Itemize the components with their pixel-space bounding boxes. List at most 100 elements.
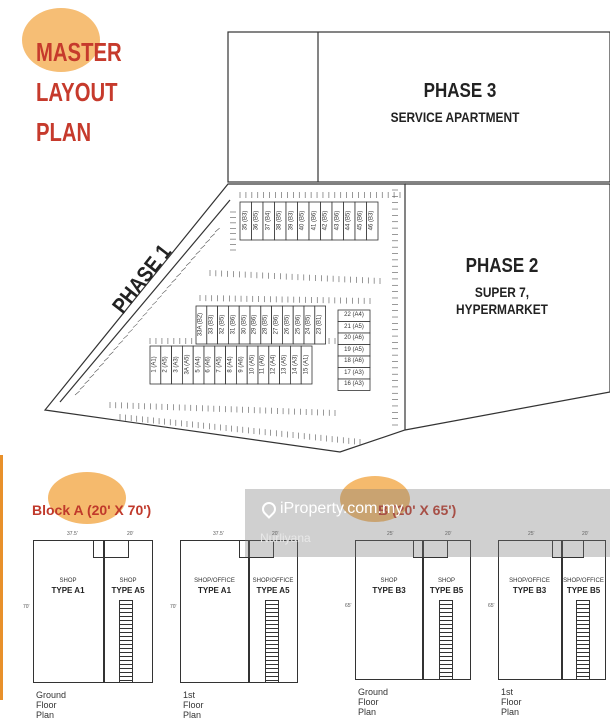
parking-bay <box>147 306 153 311</box>
unit-type-label: TYPE B3 <box>372 586 406 595</box>
floor-plan-outline <box>180 540 298 683</box>
middle-row-unit-label: 26 (B5) <box>284 314 291 335</box>
dimension-label: 65' <box>488 603 495 609</box>
right-column-unit-label: 18 (A6) <box>344 358 364 364</box>
lower-row-unit-label: 1 (A1) <box>151 356 158 373</box>
dimension-label: 20' <box>272 531 279 537</box>
dimension-label: 65' <box>345 603 352 609</box>
watermark-logo: iProperty.com.my <box>259 498 404 519</box>
unit-use-label: SHOP/OFFICE <box>509 578 550 584</box>
dimension-label: 20' <box>582 531 589 537</box>
parking-bay <box>118 340 124 345</box>
unit-use-label: SHOP <box>380 578 398 584</box>
toilet-block <box>239 540 274 558</box>
dimension-label: 70' <box>170 604 177 610</box>
unit-use-label: SHOP <box>437 578 455 584</box>
top-row-unit-label: 46 (B3) <box>368 210 375 231</box>
right-column-unit-label: 16 (A3) <box>344 381 364 387</box>
floor-plan-caption: 1st Floor Plan <box>183 690 204 720</box>
right-column-unit-label: 17 (A3) <box>344 369 364 376</box>
top-row-unit-label: 44 (B5) <box>345 210 352 231</box>
unit-use-label: SHOP/OFFICE <box>194 578 235 584</box>
parking-bay <box>185 261 191 266</box>
watermark-banner <box>245 489 610 557</box>
right-column-unit-label: 22 (A4) <box>344 312 364 318</box>
floor-plan-caption: Ground Floor Plan <box>358 687 389 717</box>
unit-type-label: TYPE A1 <box>197 586 232 595</box>
block-a-accent-blob <box>48 472 126 524</box>
lower-row-unit-label: 11 (A6) <box>259 354 266 375</box>
phase1-inner-road <box>59 199 231 403</box>
phase3-title: PHASE 3 <box>423 80 497 102</box>
right-column-lot <box>337 378 371 391</box>
left-accent-bar <box>0 455 3 700</box>
top-row-unit-lot <box>366 201 379 241</box>
middle-row-unit-label: 27 (B6) <box>273 314 280 335</box>
floor-plan-outline <box>355 540 471 680</box>
title-line-1: MASTER <box>36 37 122 67</box>
dimension-label: 25' <box>528 531 535 537</box>
watermark-logo-text: iProperty.com.my <box>280 500 404 517</box>
dimension-label: 37.5' <box>213 531 224 537</box>
phase2-subtitle-1: SUPER 7, <box>474 284 530 300</box>
lower-row-unit-label: 6 (A6) <box>205 356 212 373</box>
floor-plan-caption: 1st Floor Plan <box>501 687 522 717</box>
parking-bay <box>195 250 201 255</box>
lower-row-unit-label: 5 (A4) <box>195 356 202 373</box>
party-wall <box>422 540 424 680</box>
lower-row-unit-label: 7 (A5) <box>216 356 223 373</box>
parking-bay <box>205 239 211 244</box>
parking-bay <box>84 379 90 384</box>
parking-bay <box>127 329 133 334</box>
lower-row-unit-label: 3A (A5) <box>184 354 191 375</box>
unit-type-label: TYPE B5 <box>429 586 464 595</box>
phase2-boundary <box>404 183 610 431</box>
top-row-unit-label: 45 (B6) <box>357 210 364 231</box>
block-a-heading: Block A (20' X 70') <box>32 502 152 518</box>
middle-row-unit-label: 29 (B6) <box>251 314 258 335</box>
lower-row-unit-label: 13 (A5) <box>281 354 288 375</box>
parking-bay <box>166 284 172 289</box>
party-wall <box>561 540 563 680</box>
middle-row-unit-label: 24 (B5) <box>305 314 312 335</box>
middle-row-unit-label: 28 (B5) <box>262 314 269 335</box>
middle-row-unit-label: 33 (B3) <box>208 314 215 335</box>
location-pin-icon <box>259 498 279 519</box>
parking-bay <box>108 351 114 356</box>
toilet-block <box>413 540 448 558</box>
lower-row-unit-label: 2 (A5) <box>162 356 169 373</box>
unit-type-label: TYPE A1 <box>51 586 85 595</box>
title-accent-blob <box>22 8 100 72</box>
phase3-subtitle: SERVICE APARTMENT <box>390 109 520 125</box>
dimension-label: 20' <box>127 531 134 537</box>
unit-use-label: SHOP/OFFICE <box>252 578 294 584</box>
toilet-block <box>552 540 584 558</box>
parking-bay <box>132 323 138 328</box>
unit-rows <box>149 201 379 391</box>
parking-bay <box>161 289 167 295</box>
toilet-block <box>93 540 129 558</box>
dimension-label: 25' <box>387 531 394 537</box>
parking-bay <box>209 233 215 238</box>
top-row-unit-label: 42 (B5) <box>322 210 329 231</box>
parking-bay <box>156 295 162 300</box>
title-line-3: PLAN <box>36 117 92 147</box>
dimension-label: 70' <box>23 604 30 610</box>
lower-row-unit-label: 14 (A3) <box>292 354 299 375</box>
unit-type-label: TYPE B5 <box>566 586 601 595</box>
lower-row-unit-label: 15 (A1) <box>303 354 310 375</box>
parking-bay <box>123 334 129 340</box>
parking-bay <box>89 374 95 379</box>
top-row-unit-label: 39 (B3) <box>288 210 295 231</box>
middle-row-unit-label: 32 (B5) <box>219 314 226 335</box>
right-column-unit-label: 21 (A5) <box>344 323 364 330</box>
unit-use-label: SHOP <box>119 578 137 584</box>
staircase <box>439 600 453 680</box>
lower-row-unit-label: 10 (A5) <box>249 354 256 375</box>
parking-bay <box>181 267 186 272</box>
parking-bay <box>98 362 104 368</box>
block-b-accent-blob <box>340 476 410 522</box>
top-row-unit-label: 38 (B5) <box>276 210 283 231</box>
top-row-unit-label: 43 (B6) <box>334 210 341 231</box>
lower-row-unit-lot <box>300 345 313 385</box>
